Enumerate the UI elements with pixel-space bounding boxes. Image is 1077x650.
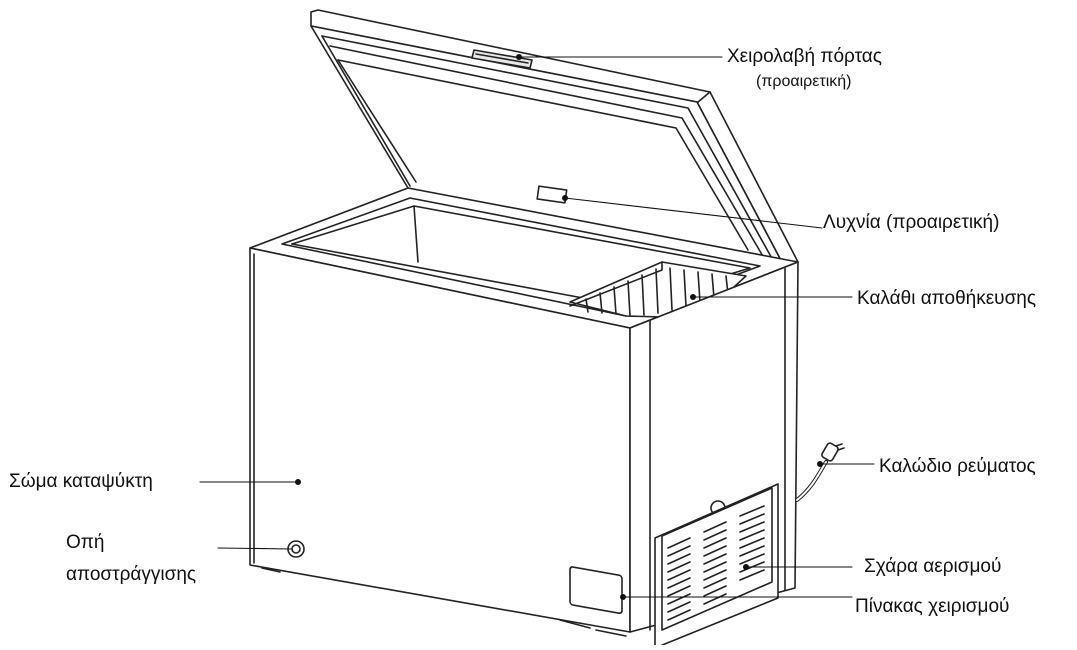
power-cord <box>795 442 845 502</box>
label-control-panel: Πίνακας χειρισμού <box>855 596 1010 617</box>
label-drain-line2: αποστράγγισης <box>66 564 197 585</box>
leader-lines <box>199 56 875 598</box>
door-handle <box>471 49 533 69</box>
label-power-cord: Καλώδιο ρεύματος <box>879 456 1036 477</box>
control-panel <box>569 566 623 615</box>
label-drain-line1: Οπή <box>66 532 105 553</box>
lid <box>310 9 799 269</box>
label-door-handle-note: (προαιρετική) <box>756 73 852 90</box>
leader-dots <box>295 54 823 600</box>
label-vent-grille: Σχάρα αερισμού <box>864 556 1002 577</box>
label-basket: Καλάθι αποθήκευσης <box>857 288 1037 309</box>
label-cabinet: Σώμα καταψύκτη <box>9 471 153 492</box>
label-door-handle: Χειρολαβή πόρτας <box>727 46 882 67</box>
lamp <box>536 185 568 204</box>
ventilation-grille <box>654 483 779 649</box>
label-lamp: Λυχνία (προαιρετική) <box>823 212 1000 233</box>
